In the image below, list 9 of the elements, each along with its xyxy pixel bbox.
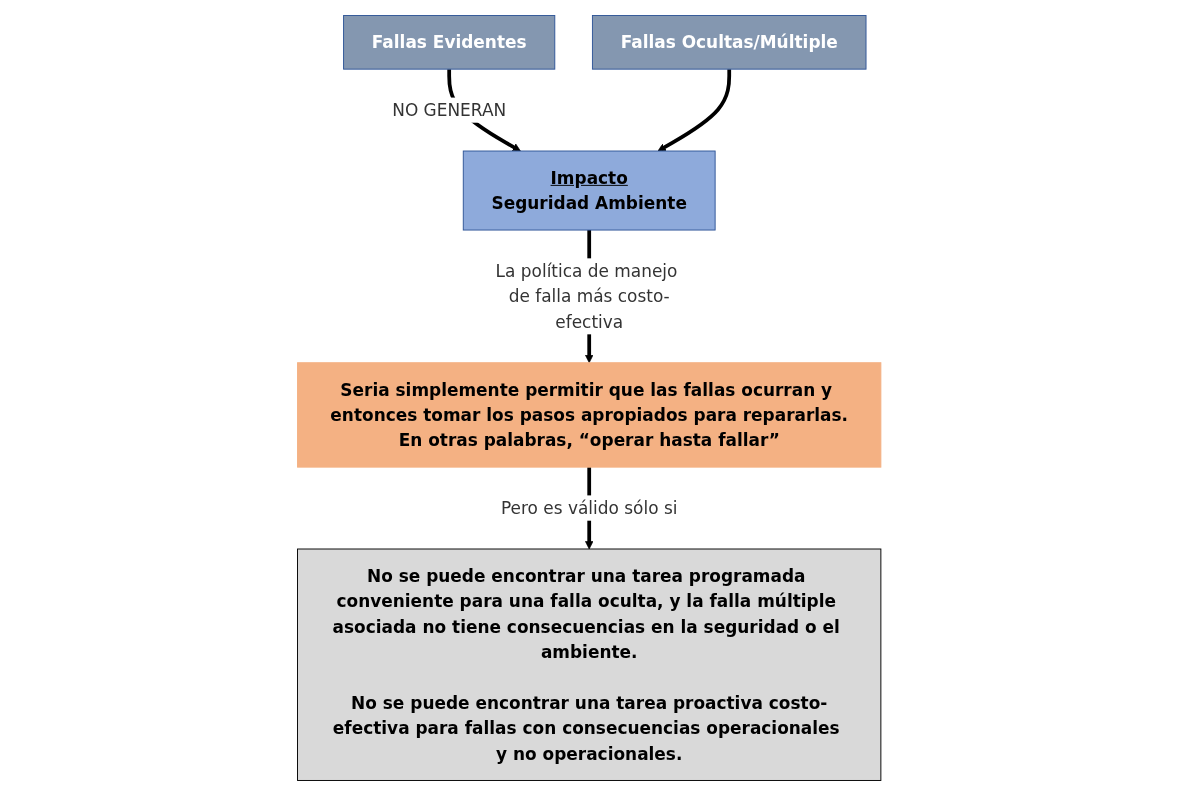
node-box: Fallas Evidentes: [342, 15, 556, 70]
edge-label: Pero es válido sólo si: [500, 498, 678, 518]
node-box: Impacto Seguridad Ambiente: [462, 150, 716, 231]
node-box: Fallas Ocultas/Múltiple: [591, 15, 867, 70]
node-box: No se puede encontrar una tarea programada conveniente para una falla oculta, y la falla múltiple asociada no tiene consecuencias en la seguridad o el ambiente. No se puede encontrar una tarea proactiva costo-efectiva para fallas con consecuencias operacionales y no operacionales.: [296, 548, 882, 781]
edge-label: La política de manejo de falla más costo-efectiva: [495, 261, 678, 332]
edge-label: NO GENERAN: [392, 100, 506, 120]
node-box: Seria simplemente permitir que las fallas ocurran y entonces tomar los pasos apropiados para repararlas. En otras palabras, “operar hasta fallar”: [296, 362, 882, 468]
arrow: [657, 69, 731, 152]
